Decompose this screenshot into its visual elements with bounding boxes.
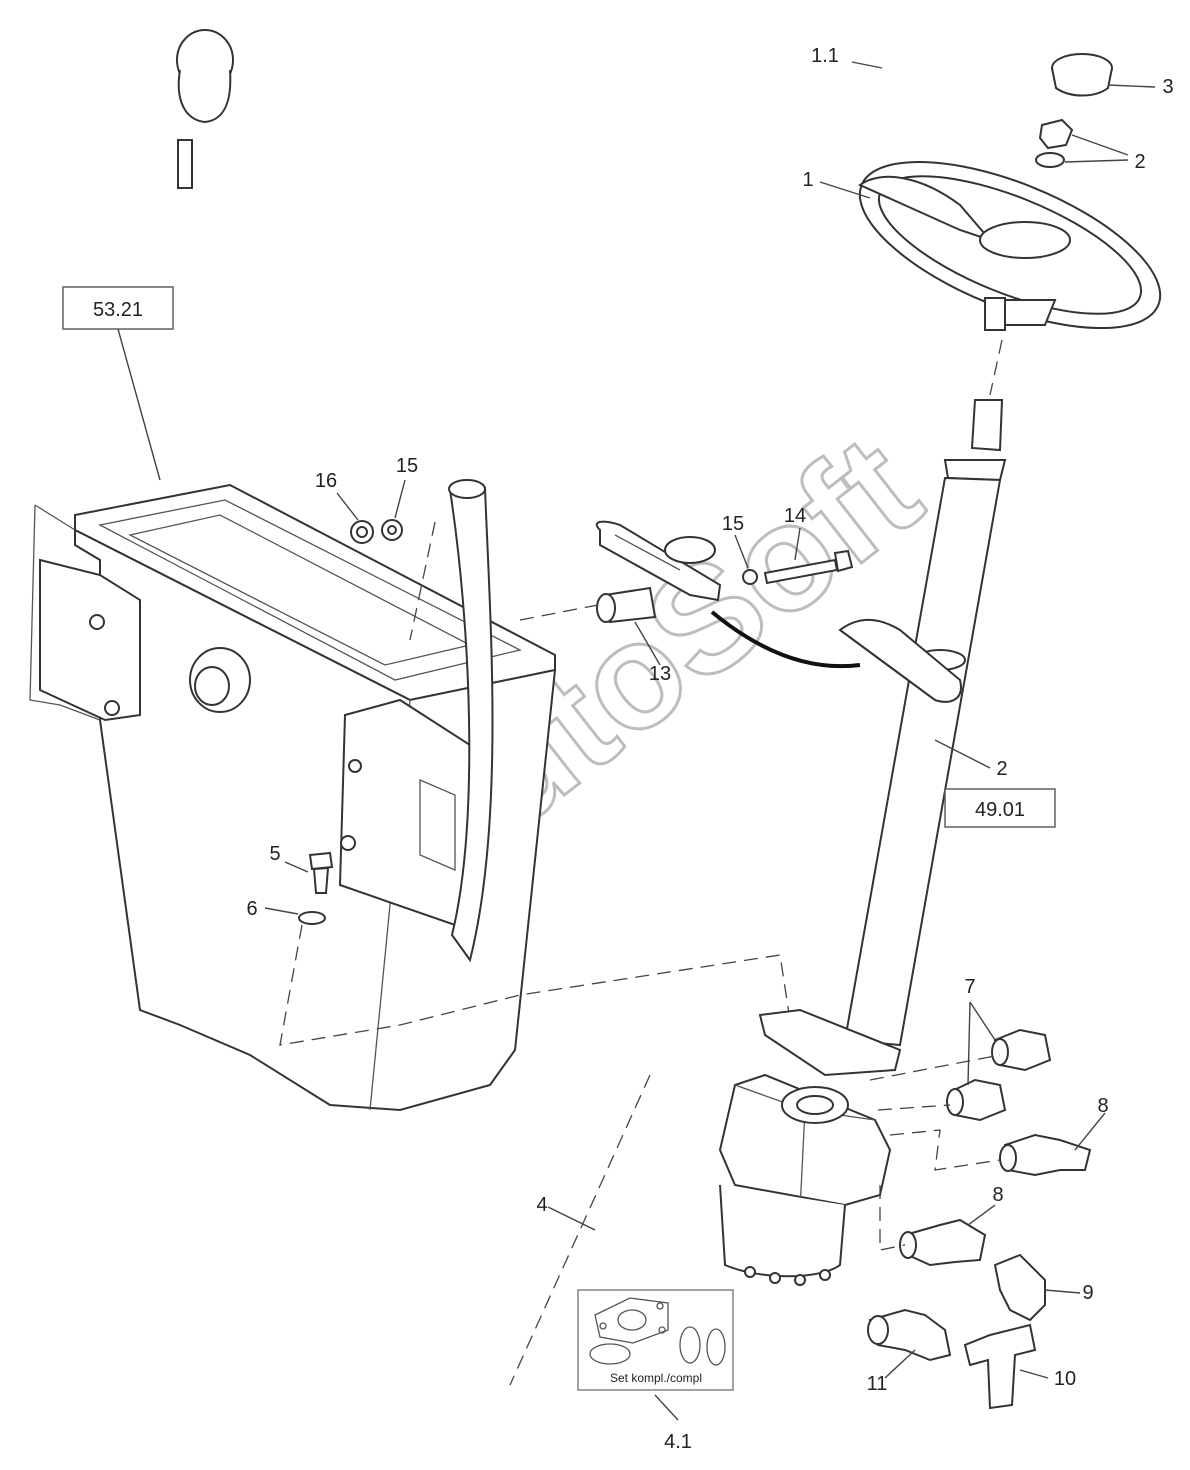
callout-4-1: 4.1 <box>664 1431 692 1453</box>
part-14-bolt <box>763 549 854 585</box>
mounting-plate <box>758 1008 902 1077</box>
ref-box-49-01-label: 49.01 <box>975 799 1025 821</box>
steering-column <box>843 297 1007 1047</box>
callout-15-left: 15 <box>396 455 418 477</box>
part-8-elbow-lower <box>899 1218 987 1267</box>
callout-11: 11 <box>867 1373 888 1395</box>
callout-13: 13 <box>649 663 671 685</box>
part-10-tee <box>963 1323 1037 1410</box>
part-11-adapter <box>867 1308 952 1362</box>
part-7-fitting-upper <box>991 1028 1052 1072</box>
part-3-cap <box>1051 53 1113 97</box>
callout-8-upper: 8 <box>1097 1095 1108 1117</box>
part-7-fitting-lower <box>946 1078 1007 1122</box>
bracket-part <box>595 520 722 602</box>
part-1-1-knob <box>176 29 234 189</box>
callout-8-lower: 8 <box>992 1184 1003 1206</box>
part-13-bushing <box>596 586 657 624</box>
kit-label: Set kompl./compl <box>610 1371 702 1385</box>
callout-16: 16 <box>315 470 337 492</box>
part-16-nut <box>350 520 374 544</box>
callout-leaders <box>264 61 1156 1421</box>
callout-3: 3 <box>1162 76 1173 98</box>
steering-unit <box>718 1073 892 1286</box>
dashboard-housing <box>29 479 557 1112</box>
callout-5: 5 <box>269 843 280 865</box>
seal-kit-box: Set kompl./compl <box>577 1289 734 1391</box>
callout-14: 14 <box>784 505 806 527</box>
part-5-bolt <box>308 851 334 894</box>
part-9-elbow <box>993 1253 1046 1322</box>
column-flange <box>838 618 962 703</box>
callout-6: 6 <box>246 898 257 920</box>
callout-1-1: 1.1 <box>811 45 839 67</box>
callout-9: 9 <box>1082 1282 1093 1304</box>
ref-box-49-01: 49.01 <box>944 788 1056 828</box>
assembly-arrow <box>710 610 861 669</box>
part-8-elbow-upper <box>999 1133 1092 1177</box>
ref-box-53-21: 53.21 <box>62 286 174 330</box>
steering-wheel <box>858 160 1162 330</box>
callout-2-top: 2 <box>1134 151 1145 173</box>
callout-7: 7 <box>964 976 975 998</box>
part-15-washer-mid <box>742 569 758 585</box>
callout-1: 1 <box>802 169 813 191</box>
part-2-nut-washer <box>1035 118 1074 168</box>
ref-box-53-21-label: 53.21 <box>93 299 143 321</box>
callout-4: 4 <box>536 1194 547 1216</box>
callout-2-column: 2 <box>996 758 1007 780</box>
callout-10: 10 <box>1054 1368 1076 1390</box>
callout-numbers: 1.1 1 3 2 16 15 15 14 13 2 5 6 7 8 8 9 1… <box>246 45 1173 1453</box>
part-15-washer-left <box>381 519 403 541</box>
part-6-washer <box>298 911 326 925</box>
callout-15-mid: 15 <box>722 513 744 535</box>
